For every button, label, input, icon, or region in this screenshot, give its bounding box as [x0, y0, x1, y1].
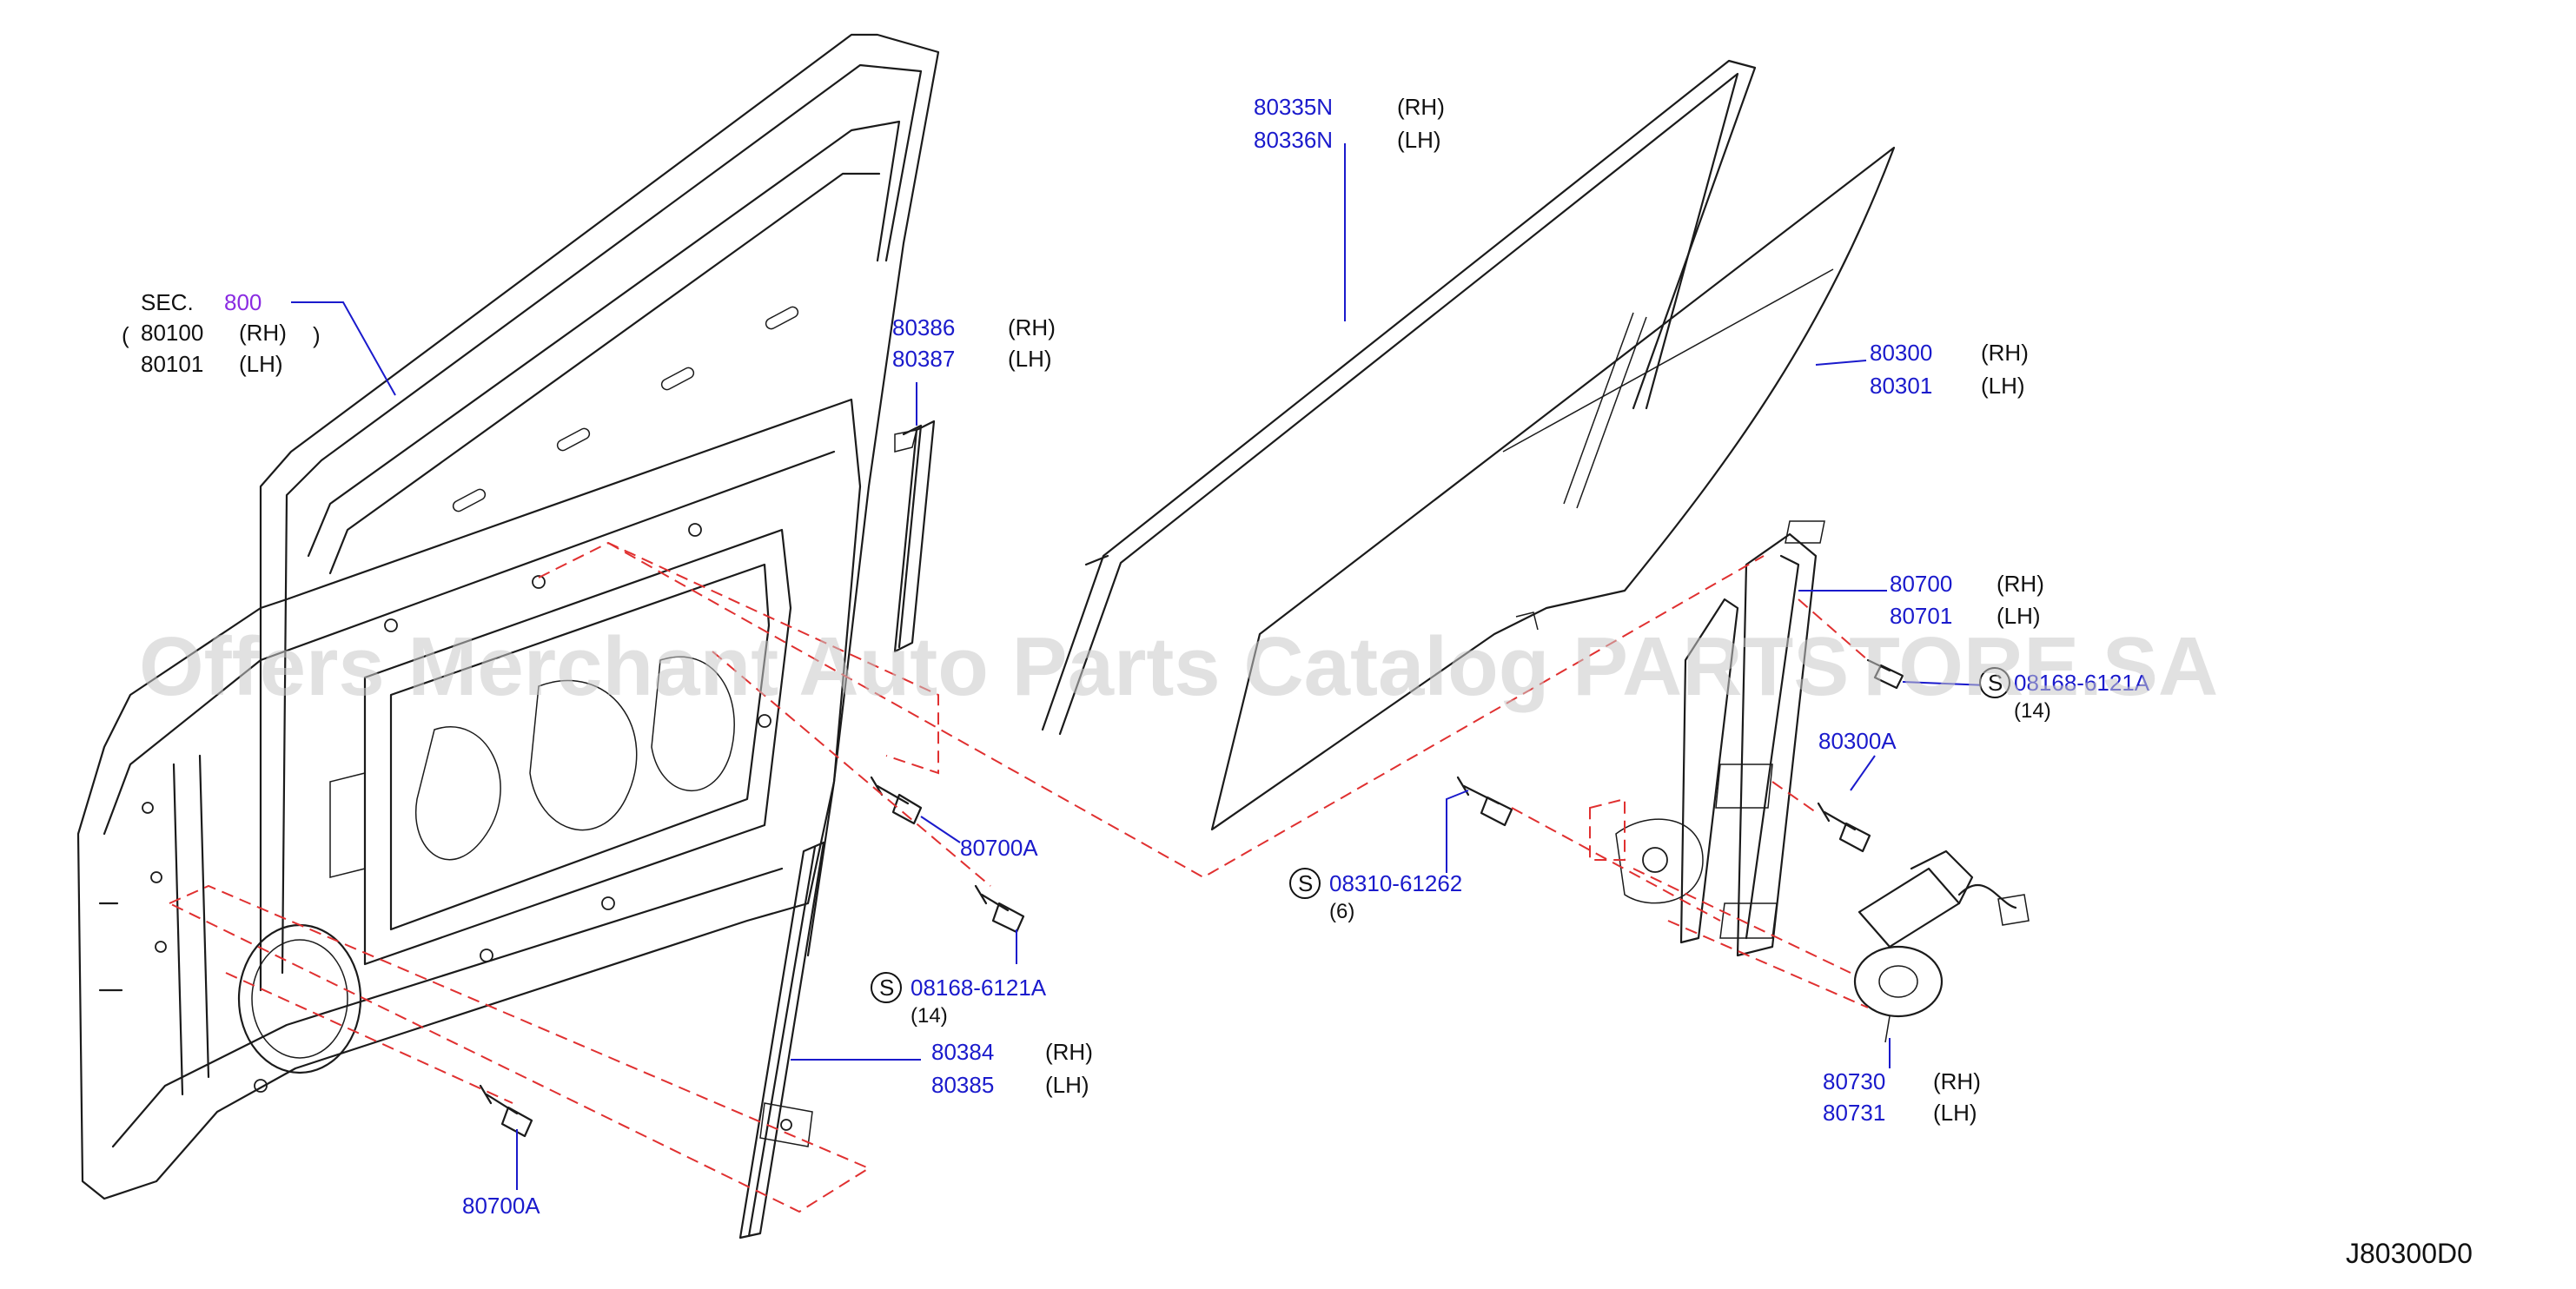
door-shell [76, 33, 940, 1200]
diagram-code: J80300D0 [2346, 1238, 2473, 1269]
callout-bolt-right: S 08168-6121A (14) [1988, 670, 2150, 723]
callout-80730: 80730 (RH) 80731 (LH) [1823, 1068, 1981, 1126]
bolt-80300A [1817, 802, 1871, 853]
part-80384: 80384 [931, 1039, 994, 1065]
part-80385: 80385 [931, 1072, 994, 1098]
callout-80700: 80700 (RH) 80701 (LH) [1890, 571, 2044, 629]
leader-lines [291, 143, 2010, 1190]
part-80300-side: (RH) [1981, 340, 2029, 366]
part-80731-side: (LH) [1933, 1100, 1977, 1126]
bolt-08168-left [974, 884, 1025, 934]
rear-sash-80386 [893, 420, 936, 653]
callout-80335N: 80335N (RH) 80336N (LH) [1254, 94, 1445, 153]
front-sash-80384 [738, 841, 825, 1239]
callout-80700A-lower: 80700A [462, 1193, 540, 1219]
part-80700A-lower: 80700A [462, 1193, 540, 1219]
bolt-80700A-lower [479, 1084, 533, 1138]
part-80100: 80100 [141, 320, 203, 346]
callout-bolt-left: S 08168-6121A (14) [879, 975, 1047, 1028]
part-80386-side: (RH) [1008, 314, 1056, 340]
s-mark-circle-left [871, 972, 902, 1003]
part-80335N-side: (RH) [1397, 94, 1445, 120]
part-80730: 80730 [1823, 1068, 1885, 1094]
callout-screw-mid: S 08310-61262 (6) [1298, 870, 1462, 923]
assembly-lines [169, 541, 1869, 1213]
bolt-80700A-upper [870, 776, 923, 825]
part-80300A: 80300A [1818, 728, 1897, 754]
part-80385-side: (LH) [1045, 1072, 1089, 1098]
bracket-left: ( [122, 322, 129, 348]
screw-mid-qty: (6) [1329, 900, 1354, 923]
screw-mid-part: 08310-61262 [1329, 870, 1462, 896]
part-80100-side: (RH) [239, 320, 287, 346]
part-80101: 80101 [141, 351, 203, 377]
callout-80386: 80386 (RH) 80387 (LH) [892, 314, 1056, 372]
part-80700A-upper: 80700A [960, 835, 1038, 861]
part-80731: 80731 [1823, 1100, 1885, 1126]
door-glass-80300 [1210, 146, 1896, 831]
bolt-08168-right [1866, 658, 1904, 690]
part-80335N: 80335N [1254, 94, 1333, 120]
screw-08310-mid [1456, 776, 1513, 827]
part-80700-side: (RH) [1997, 571, 2044, 597]
part-80301-side: (LH) [1981, 373, 2025, 399]
part-80386: 80386 [892, 314, 955, 340]
callout-80300A: 80300A [1818, 728, 1897, 754]
part-80387-side: (LH) [1008, 346, 1052, 372]
s-mark-left: S [879, 975, 894, 1001]
s-mark-circle-mid [1289, 868, 1321, 899]
part-80336N: 80336N [1254, 127, 1333, 153]
window-motor-80730 [1853, 849, 2030, 1043]
part-80336N-side: (LH) [1397, 127, 1441, 153]
part-80701-side: (LH) [1997, 603, 2041, 629]
callout-80384: 80384 (RH) 80385 (LH) [931, 1039, 1093, 1098]
bracket-right: ) [313, 322, 321, 348]
bolt-left-qty: (14) [911, 1004, 948, 1028]
part-80300: 80300 [1870, 340, 1932, 366]
glass-run-channel-80335N [1041, 59, 1757, 736]
s-mark-circle-right [1979, 667, 2010, 698]
window-regulator-80700 [1615, 520, 1825, 957]
part-80700: 80700 [1890, 571, 1952, 597]
bolt-right-qty: (14) [2014, 699, 2051, 723]
part-80387: 80387 [892, 346, 955, 372]
callout-sec-800: SEC. 800 ( ) 80100 (RH) 80101 (LH) [122, 289, 321, 377]
bolt-right-part: 08168-6121A [2014, 670, 2150, 696]
part-80701: 80701 [1890, 603, 1952, 629]
callout-80700A-upper: 80700A [960, 835, 1038, 861]
part-80301: 80301 [1870, 373, 1932, 399]
callout-80300: 80300 (RH) 80301 (LH) [1870, 340, 2029, 399]
sec-prefix: SEC. [141, 289, 194, 315]
part-80730-side: (RH) [1933, 1068, 1981, 1094]
bolt-left-part: 08168-6121A [911, 975, 1047, 1001]
part-80384-side: (RH) [1045, 1039, 1093, 1065]
part-80101-side: (LH) [239, 351, 283, 377]
sec-number: 800 [224, 289, 262, 315]
watermark: Offers Merchant Auto Parts Catalog PARTS… [139, 620, 2218, 713]
s-mark-mid: S [1298, 870, 1313, 896]
s-mark-right: S [1988, 670, 2003, 696]
